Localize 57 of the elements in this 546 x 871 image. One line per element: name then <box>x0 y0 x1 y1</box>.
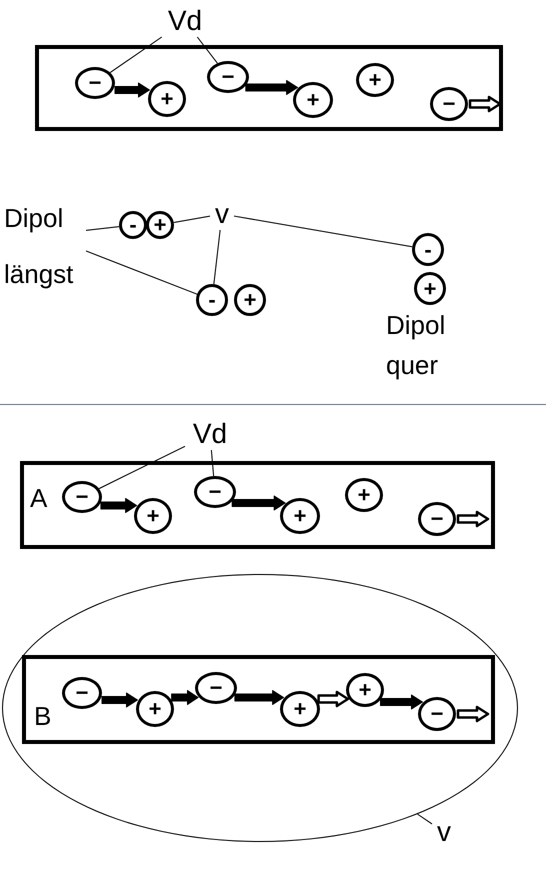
charge-circle: + <box>356 63 394 97</box>
leader-line <box>86 226 120 231</box>
block-arrow <box>317 690 350 708</box>
block-arrow <box>380 694 423 710</box>
leader-label: Vd <box>166 5 204 37</box>
leader-label: Dipol längst <box>4 202 74 291</box>
charge-circle: + <box>346 673 384 707</box>
charge-circle: − <box>194 476 236 508</box>
conductor-box <box>35 45 503 131</box>
section-letter: A <box>30 483 48 513</box>
charge-circle: - <box>196 284 228 316</box>
charge-circle: − <box>62 677 102 709</box>
charge-circle: + <box>148 81 186 117</box>
leader-label: v <box>436 816 452 848</box>
charge-circle: + <box>345 478 383 512</box>
block-arrow <box>232 496 286 510</box>
charge-circle: + <box>134 498 172 534</box>
charge-circle: − <box>75 67 115 99</box>
leader-line <box>234 216 413 248</box>
block-arrow <box>100 498 138 513</box>
charge-circle: − <box>430 87 468 121</box>
charge-circle: − <box>207 61 249 93</box>
leader-line <box>98 446 186 490</box>
dipole-caption: Dipol quer <box>386 309 446 382</box>
leader-line <box>213 230 221 285</box>
charge-circle: + <box>234 284 266 316</box>
leader-line <box>110 36 162 74</box>
charge-circle: + <box>293 82 333 118</box>
block-arrow <box>468 96 502 112</box>
leader-line <box>417 814 432 824</box>
charge-circle: + <box>146 211 174 239</box>
leader-label: Vd <box>192 418 228 450</box>
charge-circle: − <box>195 672 237 704</box>
charge-circle: + <box>136 691 174 727</box>
conductor-box <box>22 655 495 744</box>
charge-circle: − <box>418 697 456 731</box>
block-arrow <box>234 690 284 705</box>
leader-line <box>210 450 214 477</box>
charge-circle: - <box>119 211 147 239</box>
block-arrow <box>456 510 490 528</box>
leader-label: v <box>214 198 230 230</box>
leader-line <box>86 250 198 295</box>
block-arrow <box>114 82 150 98</box>
leader-line <box>196 36 218 64</box>
charge-circle: - <box>412 233 444 266</box>
charge-circle: + <box>280 498 320 534</box>
block-arrow <box>245 80 298 95</box>
block-arrow <box>102 692 138 708</box>
block-arrow <box>171 690 199 705</box>
leader-line <box>173 216 210 224</box>
block-arrow <box>456 706 490 722</box>
field-ellipse <box>2 574 518 842</box>
charge-circle: − <box>418 502 456 536</box>
charge-circle: + <box>280 691 320 727</box>
charge-circle: − <box>62 481 102 513</box>
section-letter: B <box>34 701 52 731</box>
conductor-box <box>20 461 495 549</box>
